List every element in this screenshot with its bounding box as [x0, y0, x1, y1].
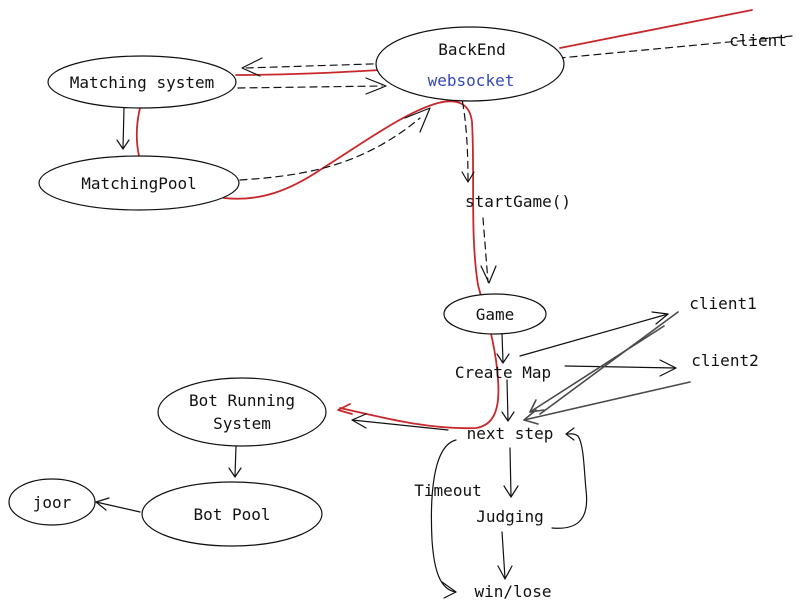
- create-map-label: Create Map: [455, 363, 551, 382]
- backend-node: BackEnd websocket: [375, 26, 565, 102]
- red-flow-line: [135, 9, 753, 430]
- websocket-label: websocket: [428, 71, 515, 90]
- matching-system-node: Matching system: [47, 55, 237, 109]
- game-node: Game: [443, 293, 547, 335]
- client2-label: client2: [691, 351, 758, 370]
- bot-pool-label: Bot Pool: [193, 505, 270, 524]
- win-lose-label: win/lose: [474, 582, 551, 601]
- bot-pool-node: Bot Pool: [141, 481, 323, 547]
- matching-pool-node: MatchingPool: [38, 155, 240, 211]
- backend-label: BackEnd: [438, 40, 505, 59]
- client-return-arrows: [523, 311, 691, 425]
- client1-label: client1: [689, 294, 756, 313]
- bot-running-system-node: Bot Running System: [157, 377, 327, 447]
- joor-label: joor: [33, 493, 72, 512]
- bot-running-label-2: System: [213, 414, 271, 433]
- matching-system-label: Matching system: [70, 73, 215, 92]
- matching-pool-label: MatchingPool: [81, 174, 197, 193]
- start-game-label: startGame(): [465, 192, 571, 211]
- timeout-label: Timeout: [414, 481, 481, 500]
- next-step-label: next step: [467, 424, 554, 443]
- joor-node: joor: [8, 478, 96, 526]
- game-label: Game: [476, 305, 515, 324]
- judging-label: Judging: [476, 507, 543, 526]
- client-label: client: [729, 31, 787, 50]
- solid-arrows: [95, 107, 677, 599]
- bot-running-label-1: Bot Running: [189, 391, 295, 410]
